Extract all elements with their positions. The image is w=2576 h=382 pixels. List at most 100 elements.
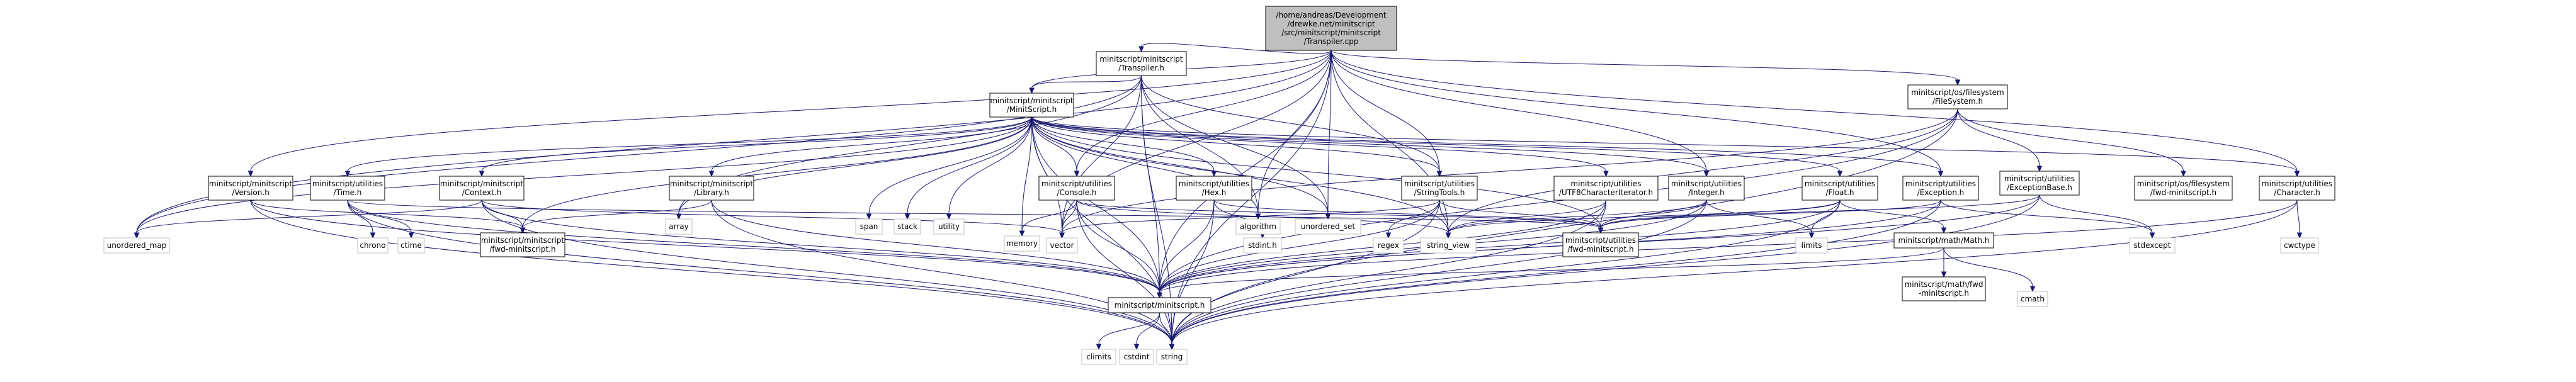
node-box	[1119, 349, 1154, 365]
include-edge-time_h-to-string	[347, 199, 1175, 351]
include-edge-root-to-version_h	[247, 50, 1332, 177]
node-unordered-map: unordered_map	[103, 237, 170, 254]
include-edge-console_h-to-memory	[1019, 199, 1077, 237]
node-label-line: string_view	[1427, 241, 1470, 250]
node-label-line: /ExceptionBase.h	[2007, 183, 2072, 192]
node-label-line: minitscript/minitscript.h	[1115, 301, 1205, 310]
node-box	[1295, 218, 1361, 235]
node-context-h[interactable]: minitscript/minitscript/Context.h	[439, 176, 525, 201]
node-label-line: /fwd-minitscript.h	[489, 245, 555, 254]
node-label-line: minitscript/utilities	[1805, 179, 1875, 188]
node-label-line: limits	[1801, 241, 1822, 250]
node-label-line: /Library.h	[694, 188, 729, 197]
include-edge-filesystem_h-to-exceptionbase_h	[1957, 108, 2043, 172]
node-label-line: minitscript/utilities	[1671, 179, 1742, 188]
node-label-line: ctime	[400, 241, 422, 250]
node-library-h[interactable]: minitscript/minitscript/Library.h	[669, 176, 754, 201]
node-box	[1420, 237, 1477, 254]
node-label-line: cwctype	[2284, 241, 2315, 250]
node-box	[2017, 291, 2048, 307]
include-edge-exception_h-to-stdexcept	[1940, 199, 2155, 239]
node-string: string	[1156, 349, 1188, 365]
node-box	[357, 237, 389, 254]
node-filesystem-h[interactable]: minitscript/os/filesystem/FileSystem.h	[1907, 84, 2008, 110]
node-box	[1907, 84, 2008, 110]
node-label-line: /Console.h	[1057, 188, 1096, 197]
node-version-h[interactable]: minitscript/minitscript/Version.h	[208, 176, 293, 201]
include-edge-root-to-stringtools_h	[1331, 50, 1443, 177]
node-label-line: minitscript/os/filesystem	[1911, 88, 2004, 97]
node-root[interactable]: /home/andreas/Development/drewke.net/min…	[1265, 6, 1397, 51]
node-label-line: -minitscript.h	[1919, 289, 1969, 298]
node-math-h[interactable]: minitscript/math/Math.h	[1893, 232, 1994, 249]
node-box	[669, 176, 754, 201]
node-character-h[interactable]: minitscript/utilities/Character.h	[2259, 176, 2335, 201]
node-box	[2280, 237, 2319, 254]
include-edge-minitscript_h-to-character_h	[1031, 116, 2300, 177]
include-edge-math_h-to-cmath	[1943, 247, 2036, 293]
node-fwd-fs-h[interactable]: minitscript/os/filesystem/fwd-minitscrip…	[2134, 176, 2233, 201]
node-chrono: chrono	[357, 237, 389, 254]
edges-layer	[133, 43, 2303, 351]
node-box	[2129, 237, 2176, 254]
node-exceptionbase-h[interactable]: minitscript/utilities/ExceptionBase.h	[1999, 171, 2080, 196]
node-label-line: /fwd-minitscript.h	[1567, 245, 1633, 254]
include-edge-mm_h-to-climits	[1096, 312, 1160, 351]
node-box	[2259, 176, 2335, 201]
include-edge-root-to-integer_h	[1331, 50, 1710, 177]
include-edge-filesystem_h-to-fwd_fs_h	[1957, 108, 2186, 177]
include-edge-library_h-to-mm_h	[711, 199, 1162, 299]
node-time-h[interactable]: minitscript/utilities/Time.h	[310, 176, 385, 201]
node-box	[1081, 349, 1116, 365]
node-memory: memory	[1004, 235, 1040, 252]
node-box	[103, 237, 170, 254]
node-box	[397, 237, 425, 254]
node-box	[310, 176, 385, 201]
node-box	[208, 176, 293, 201]
include-edge-mm_h-to-cstdint	[1133, 312, 1160, 351]
node-console-h[interactable]: minitscript/utilities/Console.h	[1038, 176, 1115, 201]
node-integer-h[interactable]: minitscript/utilities/Integer.h	[1668, 176, 1745, 201]
include-edge-stringtools_h-to-regex	[1385, 199, 1440, 239]
node-algorithm: algorithm	[1235, 218, 1281, 235]
node-float-h[interactable]: minitscript/utilities/Float.h	[1801, 176, 1878, 201]
node-minitscript-h[interactable]: minitscript/minitscript/MinitScript.h	[989, 93, 1074, 118]
node-mm-h[interactable]: minitscript/minitscript.h	[1108, 297, 1211, 313]
node-label-line: /fwd-minitscript.h	[2150, 188, 2216, 197]
node-fwd-math-h[interactable]: minitscript/math/fwd-minitscript.h	[1902, 276, 1986, 301]
node-label-line: minitscript/utilities	[1570, 179, 1641, 188]
node-fwd-util-h[interactable]: minitscript/utilities/fwd-minitscript.h	[1562, 232, 1639, 257]
include-edge-mm_h-to-string	[1159, 312, 1175, 351]
node-fwd-mm-h[interactable]: minitscript/minitscript/fwd-minitscript.…	[480, 232, 565, 257]
node-label-line: /Exception.h	[1917, 188, 1965, 197]
include-edge-float_h-to-math_h	[1839, 199, 1947, 234]
node-array: array	[665, 218, 693, 235]
include-edge-minitscript_h-to-stringtools_h	[1031, 116, 1443, 177]
node-box	[1235, 218, 1281, 235]
node-box	[933, 218, 965, 235]
node-hex-h[interactable]: minitscript/utilities/Hex.h	[1176, 176, 1252, 201]
node-label-line: stdexcept	[2134, 241, 2171, 250]
node-cmath: cmath	[2017, 291, 2048, 307]
include-edge-minitscript_h-to-context_h	[479, 116, 1032, 177]
include-edge-minitscript_h-to-string	[1031, 116, 1175, 351]
node-label-line: minitscript/utilities	[312, 179, 383, 188]
node-box	[894, 218, 921, 235]
node-box	[1373, 237, 1404, 254]
node-utf8-h[interactable]: minitscript/utilities/UTF8CharacterItera…	[1553, 176, 1659, 201]
node-label-line: unordered_set	[1301, 222, 1356, 231]
node-exception-h[interactable]: minitscript/utilities/Exception.h	[1902, 176, 1979, 201]
node-label-line: /FileSystem.h	[1932, 97, 1983, 106]
node-transpiler-h[interactable]: minitscript/minitscript/Transpiler.h	[1096, 51, 1187, 76]
node-stdexcept: stdexcept	[2129, 237, 2176, 254]
include-edge-context_h-to-unordered_map	[133, 199, 482, 239]
node-box	[1108, 297, 1211, 313]
node-stringtools-h[interactable]: minitscript/utilities/StringTools.h	[1401, 176, 1478, 201]
node-label-line: stack	[897, 222, 917, 231]
node-box	[855, 218, 883, 235]
node-box	[1156, 349, 1188, 365]
node-label-line: algorithm	[1240, 222, 1276, 231]
node-label-line: minitscript/minitscript	[440, 179, 524, 188]
node-label-line: /Integer.h	[1688, 188, 1725, 197]
